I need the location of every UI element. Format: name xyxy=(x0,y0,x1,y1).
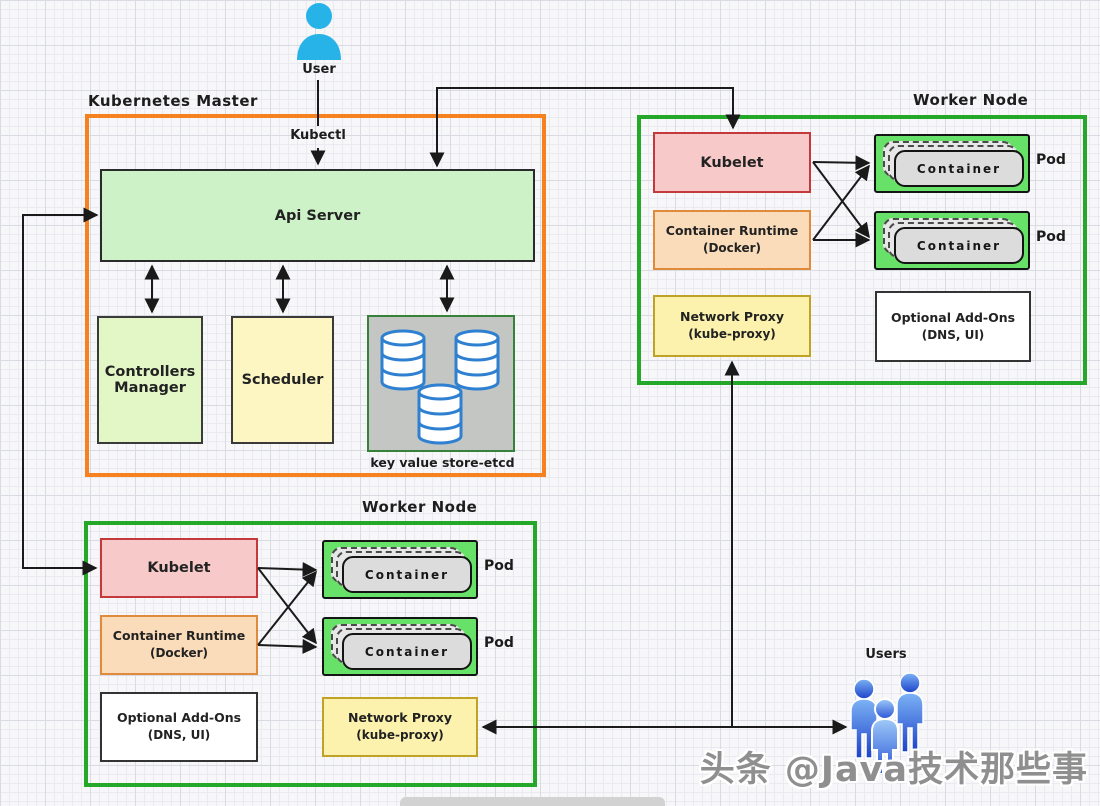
worker1-addons-box: Optional Add-Ons (DNS, UI) xyxy=(875,291,1031,362)
worker-node-2-frame xyxy=(84,521,537,787)
proxy-label-line1: Network Proxy xyxy=(347,710,452,726)
user-icon xyxy=(294,2,344,64)
worker-node-2-title: Worker Node xyxy=(362,498,478,516)
runtime-label-line1: Container Runtime xyxy=(112,628,246,644)
users-label: Users xyxy=(865,647,907,662)
worker2-kubelet-box: Kubelet xyxy=(100,538,258,598)
controllers-manager-line2: Manager xyxy=(114,380,186,396)
kubelet-label: Kubelet xyxy=(147,560,211,576)
worker1-kubelet-box: Kubelet xyxy=(653,132,811,193)
worker2-addons-box: Optional Add-Ons (DNS, UI) xyxy=(100,692,258,762)
kubernetes-master-title: Kubernetes Master xyxy=(88,92,258,110)
controllers-manager-box: Controllers Manager xyxy=(97,316,203,444)
worker2-container-runtime-box: Container Runtime (Docker) xyxy=(100,615,258,675)
runtime-label-line1: Container Runtime xyxy=(665,223,799,239)
database-cylinder-icon xyxy=(454,329,500,391)
controllers-manager-line1: Controllers xyxy=(104,364,196,380)
bottom-scrollbar[interactable] xyxy=(400,797,665,806)
kubectl-label: Kubectl xyxy=(290,128,346,143)
api-server-box: Api Server xyxy=(100,169,535,262)
worker2-pod-1: Container xyxy=(322,540,478,599)
database-cylinder-icon xyxy=(417,383,463,445)
proxy-label-line2: (kube-proxy) xyxy=(356,728,444,743)
container-box: Container xyxy=(342,633,472,670)
pod-label: Pod xyxy=(1036,229,1066,245)
watermark-text: 头条 @Java技术那些事 xyxy=(699,750,1088,790)
users-icon xyxy=(845,666,937,778)
worker1-pod-1: Container xyxy=(874,134,1030,193)
etcd-box xyxy=(367,315,515,452)
runtime-label-line2: (Docker) xyxy=(149,646,208,661)
scheduler-label: Scheduler xyxy=(241,372,324,388)
pod-label: Pod xyxy=(484,635,514,651)
addons-label-line2: (DNS, UI) xyxy=(921,327,985,342)
database-cylinder-icon xyxy=(380,329,426,391)
addons-label-line1: Optional Add-Ons xyxy=(116,710,242,726)
api-server-label: Api Server xyxy=(274,207,361,224)
pod-label: Pod xyxy=(484,558,514,574)
addons-label-line2: (DNS, UI) xyxy=(147,728,211,743)
pod-label: Pod xyxy=(1036,152,1066,168)
worker2-network-proxy-box: Network Proxy (kube-proxy) xyxy=(322,697,478,757)
proxy-label-line1: Network Proxy xyxy=(679,309,784,325)
container-box: Container xyxy=(894,227,1024,264)
worker2-pod-2: Container xyxy=(322,617,478,676)
scheduler-box: Scheduler xyxy=(231,316,334,444)
worker-node-1-frame xyxy=(637,115,1087,385)
worker1-pod-2: Container xyxy=(874,211,1030,270)
proxy-label-line2: (kube-proxy) xyxy=(688,327,776,342)
kubelet-label: Kubelet xyxy=(700,154,764,171)
worker-node-1-title: Worker Node xyxy=(913,91,1029,109)
container-box: Container xyxy=(894,150,1024,187)
runtime-label-line2: (Docker) xyxy=(702,241,761,256)
container-box: Container xyxy=(342,556,472,593)
worker1-container-runtime-box: Container Runtime (Docker) xyxy=(653,210,811,270)
etcd-caption: key value store-etcd xyxy=(370,455,515,470)
addons-label-line1: Optional Add-Ons xyxy=(890,309,1016,325)
user-label: User xyxy=(302,62,336,77)
worker1-network-proxy-box: Network Proxy (kube-proxy) xyxy=(653,295,811,357)
